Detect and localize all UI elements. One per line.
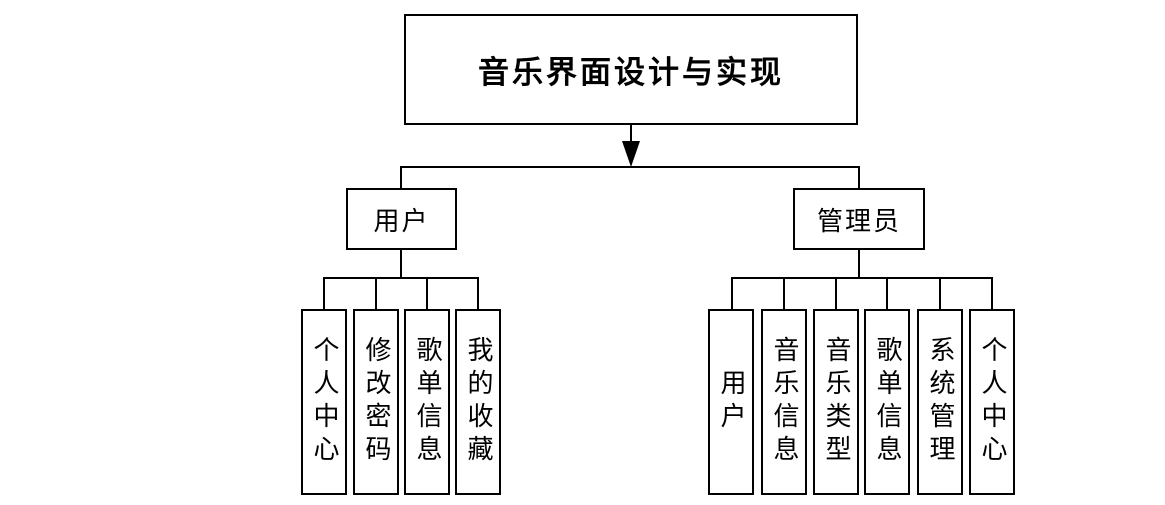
leaf-node-user-playlist-info: 歌单信息 [404, 309, 450, 495]
branch-node-user-label: 用户 [373, 205, 430, 236]
leaf-node-label: 歌单信息 [872, 336, 902, 468]
leaf-node-label: 歌单信息 [412, 336, 442, 468]
user-branch-connectors [323, 250, 479, 310]
leaf-node-user-personal-center: 个人中心 [301, 309, 347, 495]
leaf-node-label: 个人中心 [309, 336, 339, 468]
root-node: 音乐界面设计与实现 [404, 14, 858, 125]
leaf-node-label: 用户 [716, 369, 746, 435]
main-split-lines [400, 166, 860, 189]
leaf-node-admin-users: 用户 [708, 309, 754, 495]
leaf-node-admin-personal-center: 个人中心 [969, 309, 1015, 495]
leaf-node-label: 个人中心 [977, 336, 1007, 468]
arrow-down-icon [622, 141, 640, 167]
leaf-node-admin-playlist-info: 歌单信息 [864, 309, 910, 495]
branch-node-admin-label: 管理员 [816, 205, 901, 236]
leaf-node-label: 我的收藏 [463, 336, 493, 468]
leaf-node-label: 系统管理 [925, 336, 955, 468]
leaf-node-admin-system-management: 系统管理 [917, 309, 963, 495]
leaf-node-label: 修改密码 [361, 336, 391, 468]
leaf-node-label: 音乐信息 [769, 336, 799, 468]
root-node-label: 音乐界面设计与实现 [478, 55, 784, 90]
leaf-node-admin-music-info: 音乐信息 [761, 309, 807, 495]
admin-branch-connectors [731, 250, 993, 310]
branch-node-user: 用户 [346, 188, 457, 250]
leaf-node-label: 音乐类型 [821, 336, 851, 468]
leaf-node-admin-music-type: 音乐类型 [813, 309, 859, 495]
leaf-node-user-my-favorites: 我的收藏 [455, 309, 501, 495]
leaf-node-user-change-password: 修改密码 [353, 309, 399, 495]
branch-node-admin: 管理员 [793, 188, 925, 250]
